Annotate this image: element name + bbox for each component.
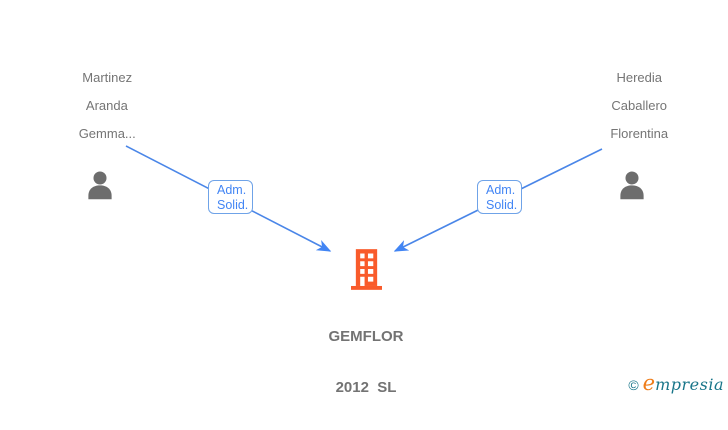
person-node-heredia[interactable]: Heredia Caballero Florentina	[570, 57, 694, 205]
company-name: GEMFLOR 2012 SL	[306, 294, 426, 430]
person-name: Martinez Aranda Gemma...	[38, 57, 162, 155]
building-icon	[350, 249, 382, 290]
person-name-line: Gemma...	[78, 126, 136, 141]
relation-label-line: Solid.	[217, 197, 249, 212]
person-name-line: Caballero	[611, 98, 668, 113]
person-name-line: Heredia	[616, 70, 662, 85]
brand-logo-text: mpresia	[655, 375, 724, 394]
company-name-line: 2012 SL	[335, 379, 397, 396]
relation-label-line: Solid.	[486, 197, 518, 212]
company-name-line: GEMFLOR	[328, 328, 404, 345]
diagram-canvas: { "diagram": { "persons": [ { "id": "per…	[38, 57, 724, 396]
company-node-gemflor[interactable]: GEMFLOR 2012 SL	[306, 249, 426, 430]
person-icon	[88, 171, 112, 200]
person-name-line: Florentina	[610, 126, 669, 141]
empresia-watermark: © e mpresia	[628, 373, 724, 395]
person-name: Heredia Caballero Florentina	[570, 57, 694, 155]
relation-label-line: Adm.	[486, 183, 516, 197]
brand-logo-initial: e	[642, 371, 656, 395]
copyright-icon: ©	[628, 377, 639, 393]
person-node-martinez[interactable]: Martinez Aranda Gemma...	[38, 57, 162, 205]
person-name-line: Aranda	[85, 98, 128, 113]
person-icon	[620, 171, 644, 200]
person-name-line: Martinez	[82, 70, 133, 85]
relation-label-adm-solid-left: Adm. Solid.	[208, 180, 253, 214]
relation-label-adm-solid-right: Adm. Solid.	[477, 180, 522, 214]
relation-label-line: Adm.	[217, 183, 247, 197]
